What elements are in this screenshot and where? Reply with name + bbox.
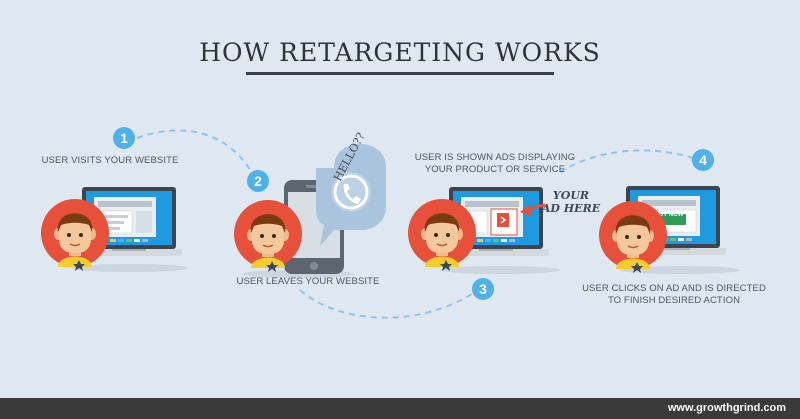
connector-2-3 xyxy=(299,289,476,319)
title-underline xyxy=(246,72,554,75)
step-1-badge: 1 xyxy=(113,127,135,149)
step-2-badge: 2 xyxy=(247,170,269,192)
user-avatar-step-4 xyxy=(598,200,668,274)
step-4-caption-line-2: TO FINISH DESIRED ACTION xyxy=(607,295,741,306)
user-avatar-step-1 xyxy=(40,198,110,272)
page-title: HOW RETARGETING WORKS xyxy=(199,38,601,67)
laptop-step-1 xyxy=(76,187,182,256)
step-3-caption-line-1: USER IS SHOWN ADS DISPLAYING xyxy=(414,152,576,163)
footer-bar: www.growthgrind.com xyxy=(0,398,800,419)
step-4-caption-line-1: USER CLICKS ON AD AND IS DIRECTED xyxy=(582,283,766,294)
speech-bubble xyxy=(316,144,386,246)
footer-url: www.growthgrind.com xyxy=(667,402,786,414)
connector-3-4 xyxy=(559,149,694,173)
retargeting-illustration: BUY NOW HELLO?? YOUR AD HERE xyxy=(40,129,740,319)
step-3-caption-line-2: YOUR PRODUCT OR SERVICE xyxy=(424,164,566,175)
step-1-caption: USER VISITS YOUR WEBSITE xyxy=(41,155,179,166)
buy-now-button: BUY NOW xyxy=(655,212,684,218)
user-avatar-step-3 xyxy=(407,198,477,272)
ad-callout-text-1: YOUR xyxy=(553,189,589,202)
step-3-badge: 3 xyxy=(472,278,494,300)
step-2-caption: USER LEAVES YOUR WEBSITE xyxy=(236,276,380,287)
ad-callout-text-2: AD HERE xyxy=(541,202,601,215)
step-4-badge: 4 xyxy=(692,149,714,171)
connector-1-2 xyxy=(136,129,256,179)
